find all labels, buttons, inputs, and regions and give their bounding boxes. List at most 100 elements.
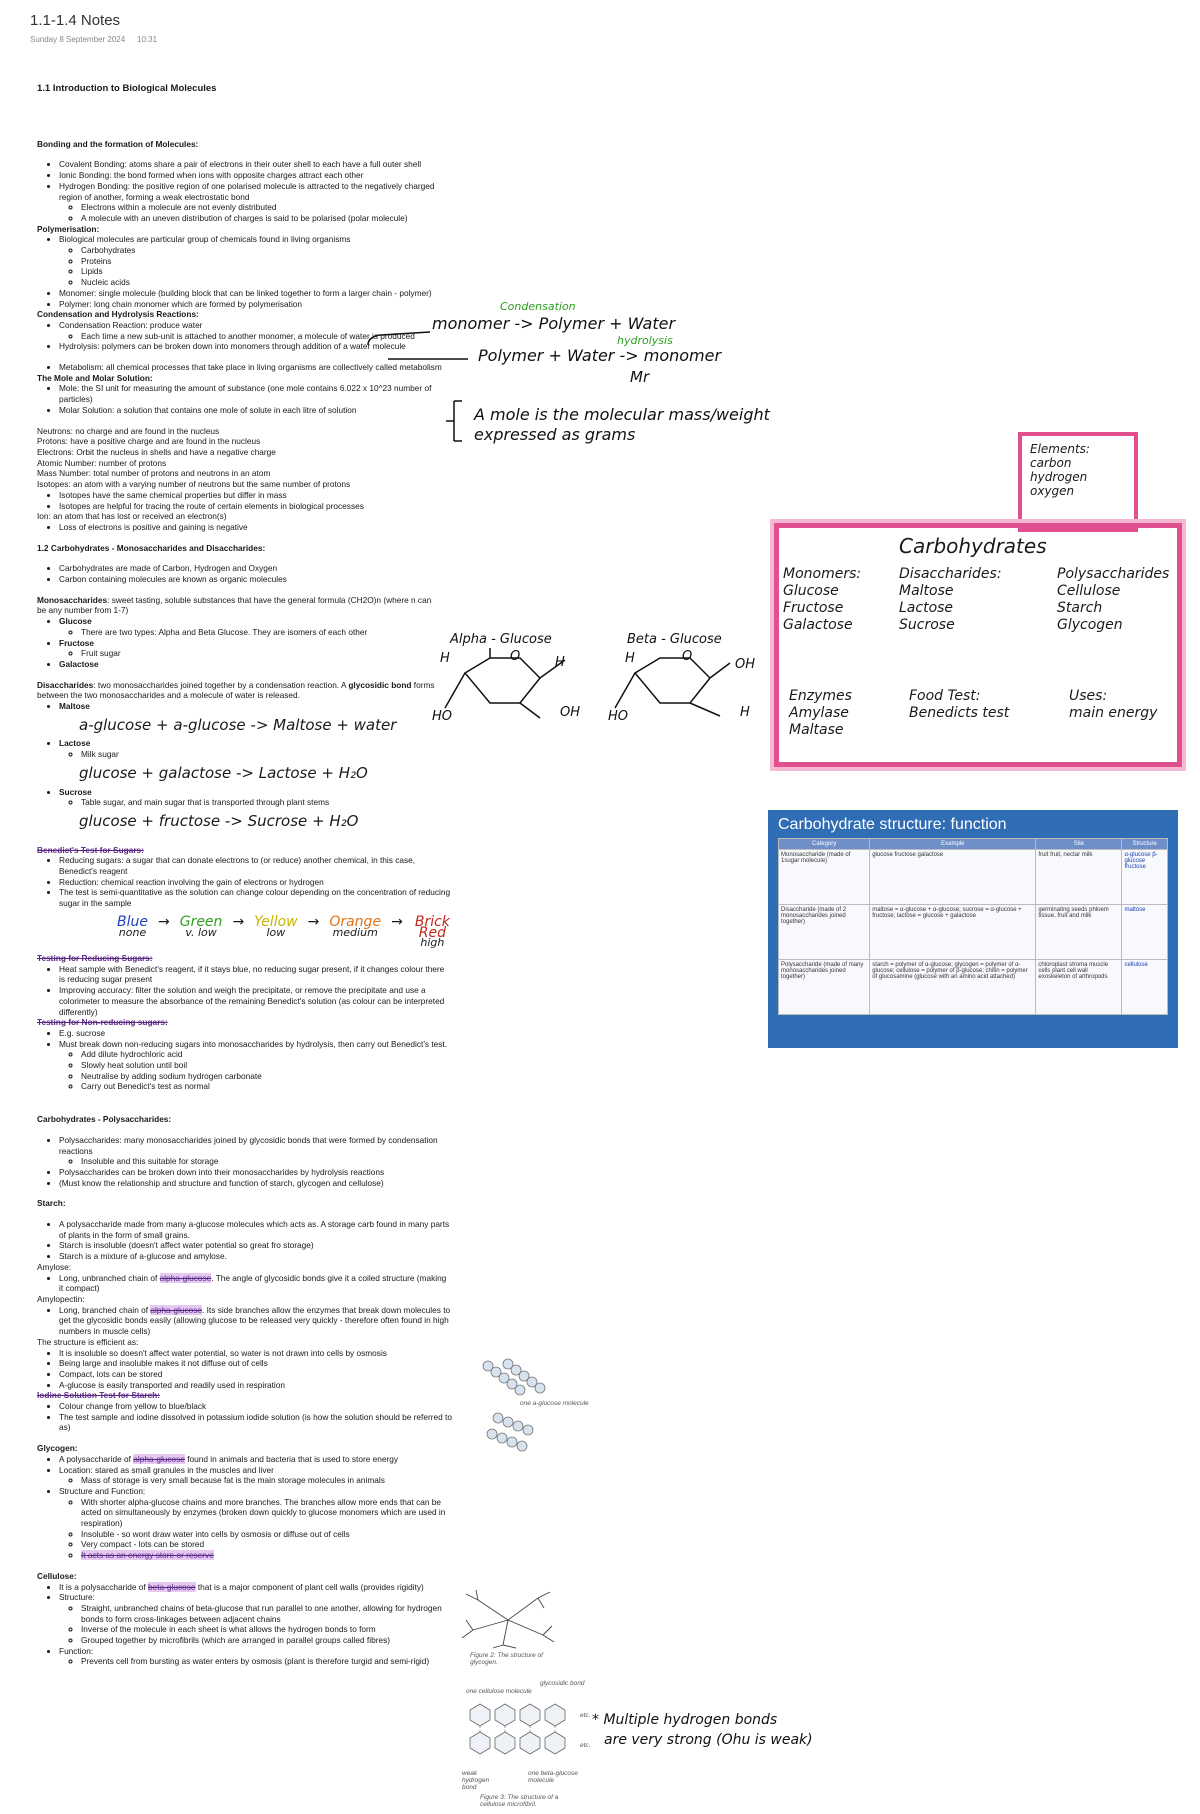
bonding-list: Covalent Bonding: atoms share a pair of … [37,159,452,223]
column-item: Maltase [789,722,844,738]
text: that is a major component of plant cell … [195,1581,424,1592]
highlight: beta-glucose [148,1581,196,1592]
column-heading: Enzymes [789,688,852,704]
heading: Condensation and Hydrolysis Reactions: [37,309,199,320]
scale-colour: Orange [329,913,382,930]
list-item: Carbohydrates are made of Carbon, Hydrog… [59,563,452,574]
heading: Benedict's Test for Sugars: [37,844,144,855]
table-cell: Polysaccharide (made of many monosacchar… [777,959,871,1015]
list-item: Molar Solution: a solution that contains… [59,405,452,416]
monomers-column: Monomers: Glucose Fructose Galactose [783,566,861,634]
term: Galactose [59,658,99,669]
text-line: Protons: have a positive charge and are … [37,436,261,447]
list-item: Mass of storage is very small because fa… [81,1475,452,1486]
cellulose-label: one cellulose molecule [466,1688,532,1695]
uses-column: Uses: main energy [1069,688,1157,722]
list-item: Starch is a mixture of a-glucose and amy… [59,1251,452,1262]
list-item: A molecule with an uneven distribution o… [81,213,452,224]
list-item: Carry out Benedict's test as normal [81,1081,452,1092]
heading: Testing for Non-reducing sugars: [37,1017,168,1028]
table-row: Disaccharide (made of 2 monosaccharides … [777,904,1168,960]
svg-text:H: H [440,651,450,666]
list-item: Prevents cell from bursting as water ent… [81,1656,452,1667]
cellulose-label: etc. [580,1712,591,1719]
term: Lactose [59,738,91,749]
svg-text:H: H [555,655,565,670]
list-item: Covalent Bonding: atoms share a pair of … [59,159,452,170]
column-item: Fructose [783,600,844,616]
list-item: Fruit sugar [81,648,452,659]
list-item: Function: [59,1646,452,1657]
annotation-mr: Mr [630,368,650,386]
list-item: Compact, lots can be stored [59,1369,452,1380]
polysaccharides-column: Polysaccharides Cellulose Starch Glycoge… [1057,566,1169,634]
svg-text:HO: HO [432,709,452,723]
svg-text:H: H [625,651,635,666]
column-item: Benedicts test [909,705,1010,721]
scale-level: medium [332,925,378,939]
cellulose-label: etc. [580,1742,591,1749]
list-item: Loss of electrons is positive and gainin… [59,522,452,533]
list-item: Nucleic acids [81,277,452,288]
svg-text:O: O [510,649,520,664]
text: forms between the two monosaccharides an… [37,679,435,701]
text-line: Ion: an atom that has lost or received a… [37,511,227,522]
list-item: Heat sample with Benedict's reagent, if … [59,964,452,985]
text-line: Atomic Number: number of protons [37,457,167,468]
table-title: Carbohydrate structure: function [778,816,1007,833]
column-heading: Disaccharides: [899,566,1002,582]
list-item: Polysaccharides: many monosaccharides jo… [59,1135,452,1156]
text-line: Mass Number: total number of protons and… [37,468,271,479]
column-heading: Uses: [1069,688,1108,704]
list-item: Being large and insoluble makes it not d… [59,1358,452,1369]
enzymes-column: Enzymes Amylase Maltase [789,688,852,739]
heading: Bonding and the formation of Molecules: [37,138,199,149]
text: It is a polysaccharide of [59,1581,149,1592]
list-item: Mole: the SI unit for measuring the amou… [59,383,452,404]
table-row: Monosaccharide (made of 1sugar molecule)… [777,849,1168,905]
food-test-column: Food Test: Benedicts test [909,688,1009,722]
list-item: Biological molecules are particular grou… [59,234,452,245]
column-item: Sucrose [899,617,955,633]
list-item: There are two types: Alpha and Beta Gluc… [81,627,452,638]
list-item: A polysaccharide made from many a-glucos… [59,1219,452,1240]
table-cell: Disaccharide (made of 2 monosaccharides … [777,904,871,960]
list-item: Condensation Reaction: produce water [59,320,452,331]
list-item: Carbohydrates [81,245,452,256]
annotation-hydrogen-bonds: * Multiple hydrogen bonds [592,1712,778,1728]
starch-figure-label: one a-glucose molecule [520,1400,589,1407]
list-item: Structure and Function: [59,1486,452,1497]
carb-box-title: Carbohydrates [899,534,1047,558]
list-item: Hydrogen Bonding: the positive region of… [59,181,452,202]
highlight: alpha-glucose [150,1304,203,1315]
column-item: main energy [1069,705,1158,721]
text-line: Isotopes: an atom with a varying number … [37,479,351,490]
list-item: Proteins [81,256,452,267]
heading: The Mole and Molar Solution: [37,372,153,383]
list-item: Insoluble and this suitable for storage [81,1156,452,1167]
highlight: alpha-glucose [159,1272,212,1283]
section-title: 1.2 Carbohydrates - Monosaccharides and … [37,542,266,553]
svg-text:OH: OH [560,705,580,720]
beta-glucose-label: Beta - Glucose [627,632,722,647]
text: : sweet tasting, soluble substances that… [37,594,432,616]
handwritten-equation: glucose + galactose -> Lactose + H₂O [79,763,368,782]
element-item: oxygen [1030,484,1075,498]
list-item: It is insoluble so doesn't affect water … [59,1348,452,1359]
table-cell: Monosaccharide (made of 1sugar molecule) [777,849,871,905]
term: Fructose [59,637,95,648]
heading: Iodine Solution Test for Starch: [37,1390,160,1401]
list-item: Add dilute hydrochloric acid [81,1049,452,1060]
table-cell: glucose fructose galactose [869,849,1037,905]
list-item: Monomer: single molecule (building block… [59,288,452,299]
column-heading: Monomers: [783,566,862,582]
cellulose-label: glycosidic bond [540,1680,585,1687]
term: Glucose [59,616,92,627]
cellulose-label: one beta-glucose molecule [528,1770,578,1784]
column-heading: Polysaccharides [1057,566,1170,582]
